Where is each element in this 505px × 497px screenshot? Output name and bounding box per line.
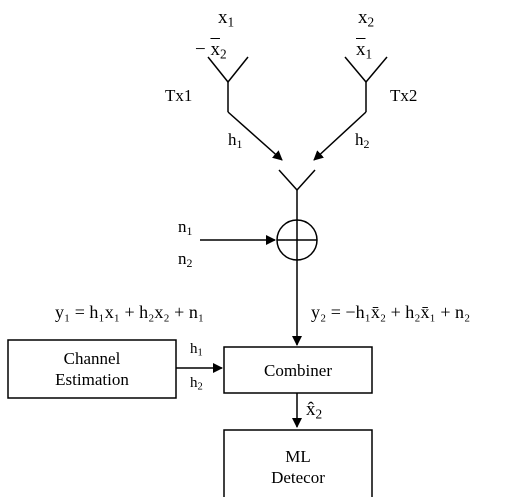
combiner-label: Combiner bbox=[264, 361, 332, 380]
tx1-symbol-first: x1 bbox=[218, 7, 235, 30]
noise-n1-label: n1 bbox=[178, 217, 193, 238]
channel-h1-arrow bbox=[227, 111, 283, 161]
channel-estimation-box bbox=[7, 339, 177, 399]
ml-detector-line1: ML bbox=[285, 447, 311, 466]
channel-h2-arrow bbox=[313, 111, 367, 161]
tx1-label: Tx1 bbox=[165, 86, 193, 105]
rx-antenna-icon bbox=[278, 169, 316, 220]
estimate-h1-label: h1 bbox=[190, 341, 203, 359]
tx1-antenna-icon bbox=[207, 56, 249, 112]
channel-h2-label: h2 bbox=[355, 130, 370, 151]
estimate-h2-label: h2 bbox=[190, 375, 203, 393]
noise-n2-label: n2 bbox=[178, 249, 193, 270]
channel-estimation-line1: Channel bbox=[63, 349, 121, 368]
summing-junction-icon bbox=[276, 219, 318, 261]
tx2-antenna-icon bbox=[344, 56, 388, 112]
combiner-box bbox=[223, 346, 373, 394]
tx1-symbol-second: − x2 bbox=[195, 39, 227, 62]
tx2-symbol-first: x2 bbox=[358, 7, 375, 30]
ml-detector-line2: Detecor bbox=[271, 468, 325, 487]
channel-h1-label: h1 bbox=[228, 130, 243, 151]
output-estimate-label: x̂2 bbox=[306, 399, 323, 422]
channel-estimation-label: Channel Estimation bbox=[8, 348, 176, 390]
ml-detector-box bbox=[223, 429, 373, 497]
ml-detector-label: ML Detecor bbox=[224, 446, 372, 488]
tx2-label: Tx2 bbox=[390, 86, 418, 105]
tx2-symbol-second: x1 bbox=[356, 39, 373, 62]
equation-y2: y₂ = −h₁x̄₂ + h₂x̄₁ + n₂ bbox=[311, 302, 471, 322]
equation-y1: y₁ = h₁x₁ + h₂x₂ + n₁ bbox=[55, 302, 205, 322]
channel-estimation-line2: Estimation bbox=[55, 370, 129, 389]
